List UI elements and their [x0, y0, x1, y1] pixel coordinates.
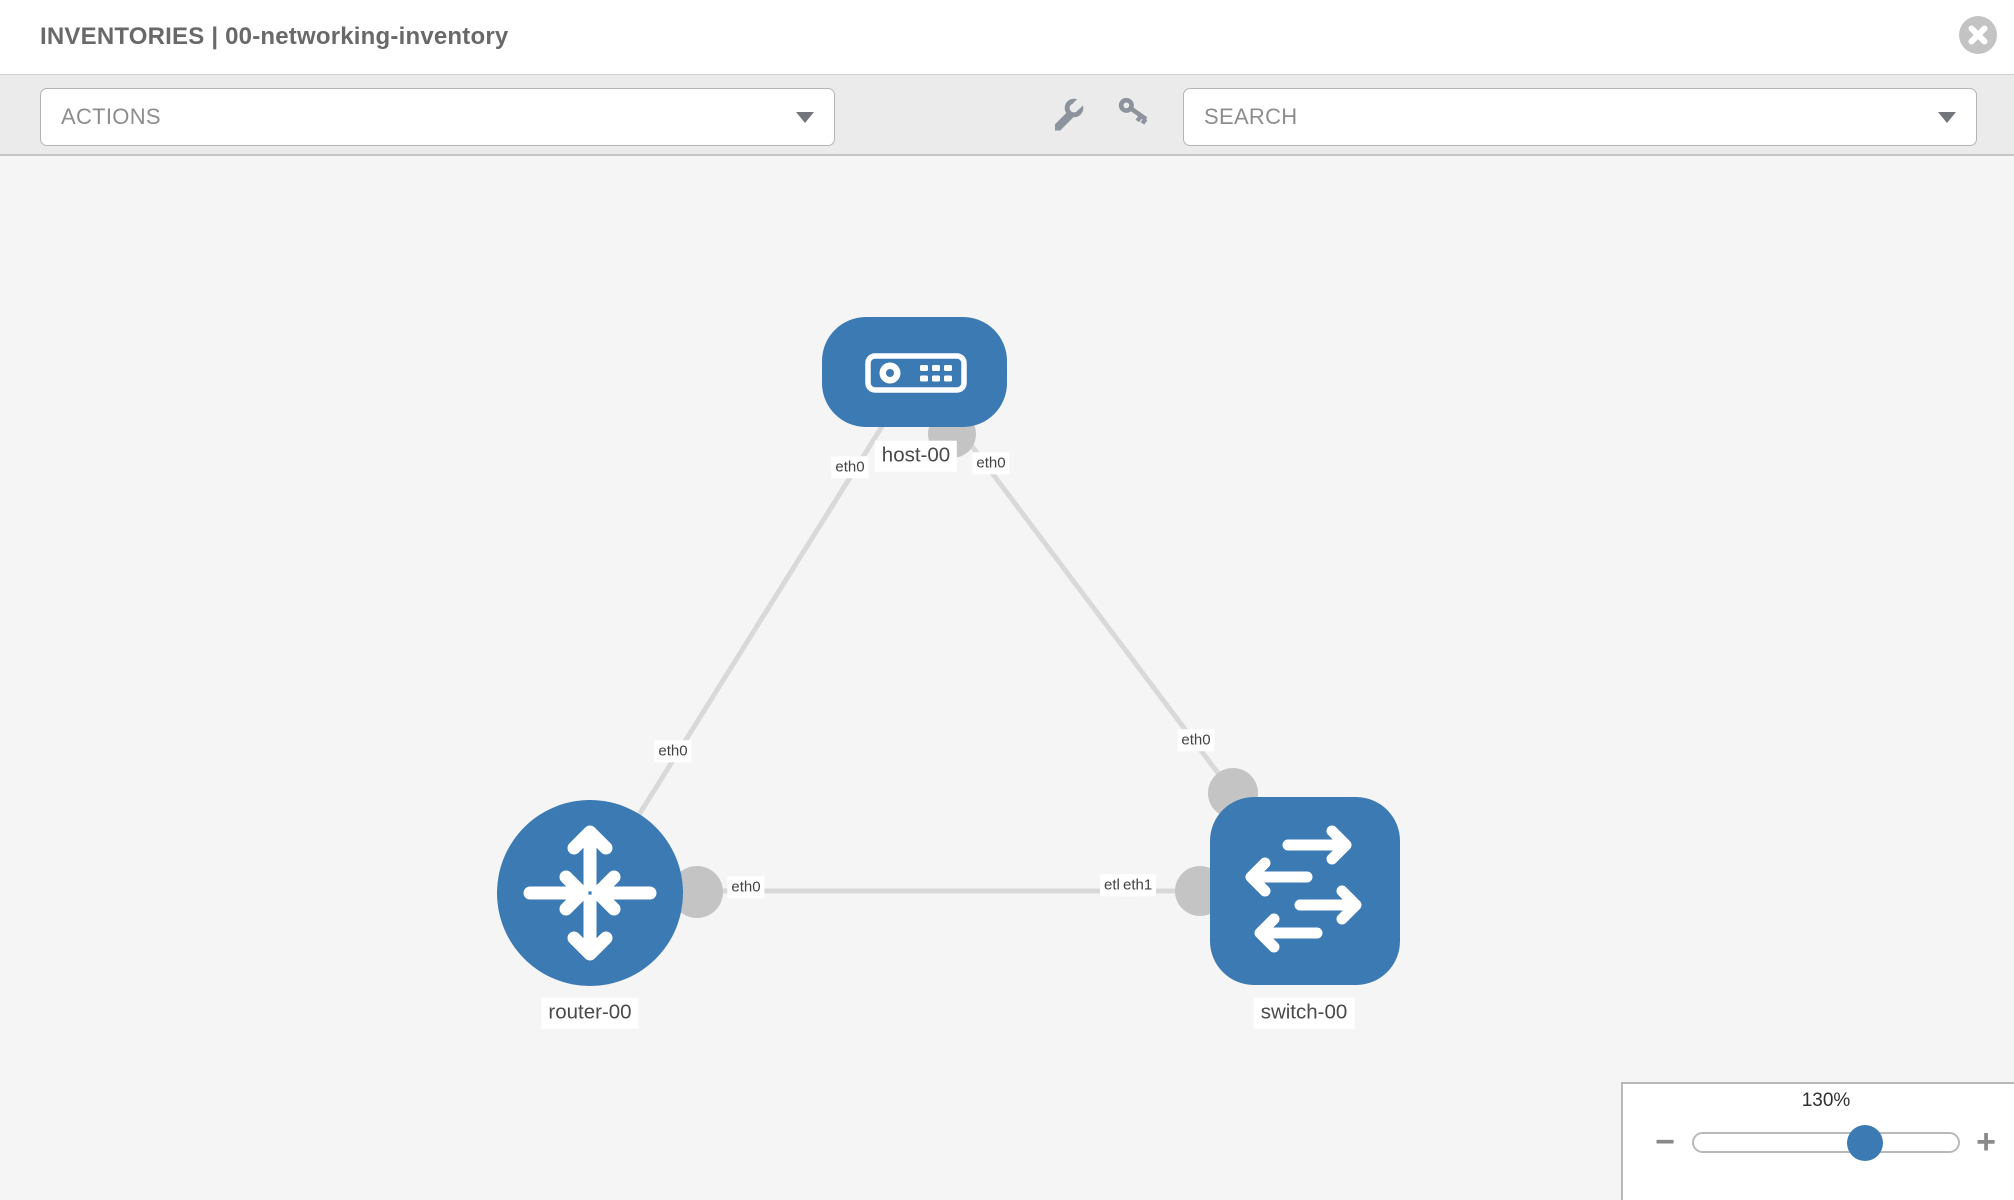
zoom-out-button[interactable]: − [1655, 1123, 1675, 1161]
actions-dropdown-label: ACTIONS [61, 104, 161, 129]
node-host-00[interactable] [822, 317, 1007, 427]
node-label-router-00: router-00 [541, 997, 639, 1029]
close-button[interactable] [1958, 15, 1998, 55]
zoom-slider-thumb[interactable] [1847, 1125, 1883, 1161]
topology-canvas[interactable]: eth0 eth0 eth0 eth0 eth0 eth0 eth1 host-… [0, 156, 2014, 1200]
actions-dropdown[interactable]: ACTIONS [40, 88, 835, 146]
node-label-host-00: host-00 [874, 440, 958, 472]
zoom-slider-track[interactable] [1692, 1132, 1960, 1153]
header-bar: INVENTORIES | 00-networking-inventory [0, 0, 2014, 74]
close-icon [1959, 16, 1997, 54]
interface-circle-router-eth0[interactable] [671, 866, 723, 918]
node-switch-00[interactable] [1210, 797, 1400, 985]
port-label-switch-eth0-link2: eth0 [1177, 729, 1215, 751]
toolbar: ACTIONS [0, 74, 2014, 156]
zoom-panel: 130% − + [1621, 1082, 2014, 1200]
wrench-icon [1053, 98, 1084, 132]
port-label-router-eth0-link3: eth0 [727, 876, 765, 898]
key-icon [1118, 97, 1148, 125]
node-label-switch-00: switch-00 [1253, 997, 1355, 1029]
port-label-switch-eth1-link3: eth1 [1119, 874, 1157, 896]
zoom-in-button[interactable]: + [1976, 1123, 1996, 1161]
node-router-00[interactable] [497, 800, 683, 986]
router-icon [523, 825, 657, 961]
port-label-host-eth0-link2: eth0 [972, 452, 1010, 474]
key-button[interactable] [1114, 97, 1154, 137]
host-icon [865, 353, 967, 393]
search-dropdown[interactable]: SEARCH [1183, 88, 1977, 146]
page-title: INVENTORIES | 00-networking-inventory [40, 23, 509, 50]
switch-icon [1245, 825, 1362, 953]
search-dropdown-label: SEARCH [1204, 104, 1298, 129]
wrench-button[interactable] [1048, 97, 1088, 137]
chevron-down-icon [1938, 111, 1956, 123]
chevron-down-icon [796, 111, 814, 123]
port-label-router-eth0-link1: eth0 [654, 740, 692, 762]
port-label-host-eth0-link1: eth0 [831, 456, 869, 478]
zoom-level-value: 130% [1801, 1090, 1851, 1111]
